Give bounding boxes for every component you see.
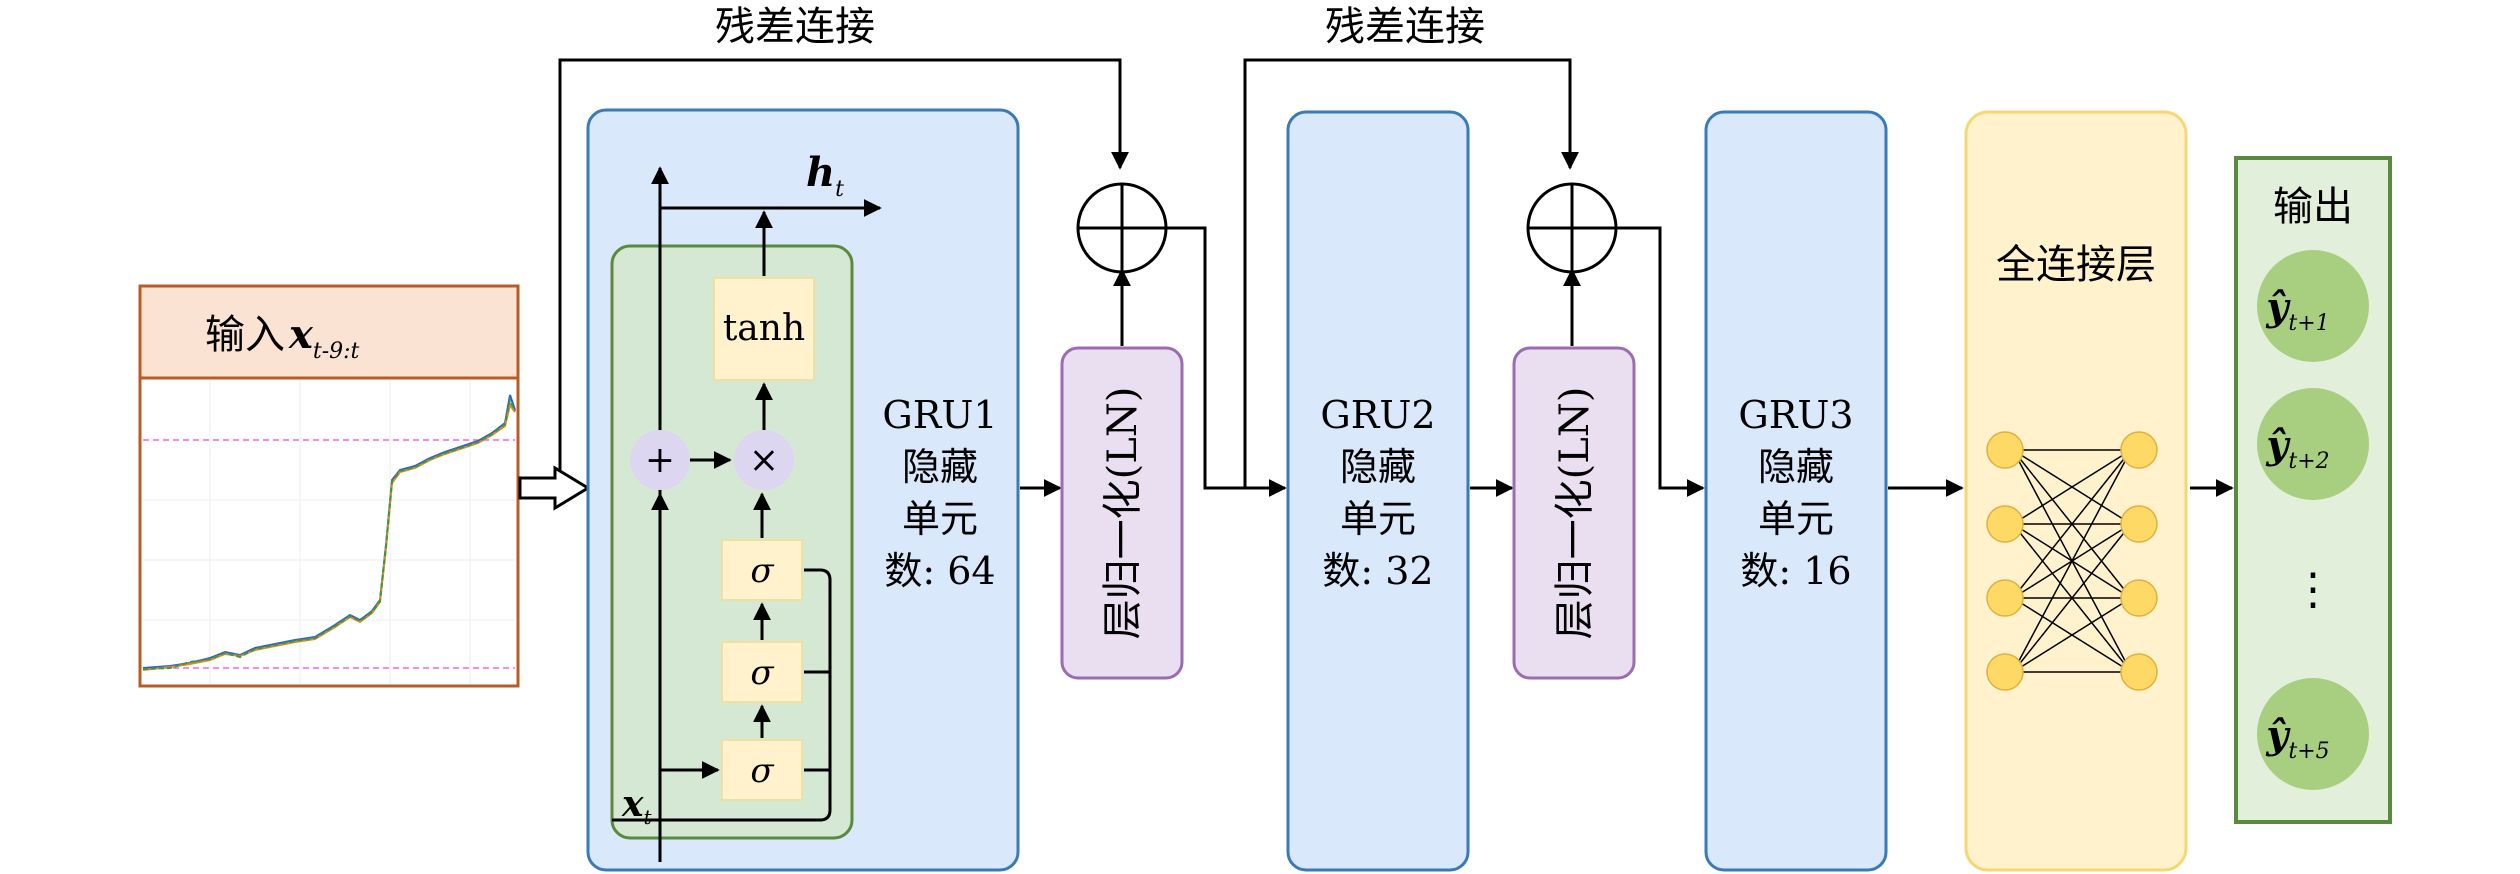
gru2-line4: 数: 32 (1322, 549, 1433, 593)
add2-to-gru3 (1616, 226, 1705, 497)
layernorm-2-label: 层归一化(LN) (1552, 387, 1598, 640)
gru2-label: GRU2 隐藏 单元 数: 32 (1320, 393, 1435, 593)
xt-symbol: x (621, 783, 644, 825)
xt-subscript: t (643, 805, 652, 829)
gru3-label: GRU3 隐藏 单元 数: 16 (1738, 393, 1853, 593)
gru1-line3: 单元 (902, 497, 978, 541)
sigma-gate-2 (721, 641, 803, 703)
output-symbol-1: ŷ (2265, 284, 2291, 329)
add1-to-gru2 (1166, 226, 1287, 497)
gru3-name: GRU3 (1738, 393, 1853, 437)
fc-network-graph (1986, 431, 2158, 691)
gru1-line2: 隐藏 (902, 445, 978, 489)
residual-add-2 (1526, 182, 1618, 274)
svg-text:xt: xt (621, 783, 652, 829)
output-subscript-3: t+5 (2288, 739, 2329, 764)
gru2-block (1286, 110, 1470, 872)
layernorm-1 (1060, 346, 1184, 680)
tanh-box (713, 277, 815, 381)
input-prefix: 输入 (205, 312, 285, 358)
gate-bracket (612, 568, 832, 822)
layernorm-2 (1512, 346, 1636, 680)
sigma-gate-2-label: σ (750, 653, 774, 693)
sigma-gate-1-label: σ (750, 551, 774, 591)
input-symbol: x (288, 311, 314, 358)
sigma-gate-3 (721, 739, 803, 801)
plus-op-circle (630, 430, 690, 490)
residual-label-1: 残差连接 (715, 4, 875, 50)
output-title: 输出 (2273, 184, 2353, 230)
fc-layer-label: 全连接层 (1996, 242, 2156, 288)
gru1-label: GRU1 隐藏 单元 数: 64 (882, 393, 997, 593)
input-subscript: t-9:t (313, 339, 360, 364)
gru2-name: GRU2 (1320, 393, 1435, 437)
gru2-line3: 单元 (1340, 497, 1416, 541)
output-circle-3 (2257, 678, 2369, 790)
layernorm-1-label: 层归一化(LN) (1100, 387, 1146, 640)
residual-add-1 (1076, 182, 1168, 274)
sigma-gate-1 (721, 539, 803, 601)
input-timeseries-thumbnail (142, 380, 516, 684)
gru1-line4: 数: 64 (884, 549, 995, 593)
hidden-output-subscript: t (835, 177, 844, 202)
output-circle-1 (2257, 250, 2369, 362)
plus-op-label: + (645, 440, 675, 481)
hidden-output-symbol: h (806, 149, 835, 196)
svg-text:ŷt+5: ŷt+5 (2265, 712, 2329, 764)
gru2-line2: 隐藏 (1340, 445, 1416, 489)
svg-text:ht: ht (806, 149, 844, 202)
tanh-label: tanh (723, 308, 805, 349)
fc-layer-block (1964, 110, 2188, 872)
times-op-circle (734, 430, 794, 490)
gate-bracket-mid (804, 670, 830, 772)
gru3-line4: 数: 16 (1740, 549, 1851, 593)
input-to-gru1-arrow (518, 465, 591, 511)
gru1-name: GRU1 (882, 393, 997, 437)
times-op-label: × (749, 440, 779, 481)
residual-path-2 (1243, 58, 1579, 488)
output-symbol-2: ŷ (2265, 422, 2291, 467)
output-circle-2 (2257, 388, 2369, 500)
output-subscript-1: t+1 (2288, 311, 2329, 336)
svg-text:ŷt+2: ŷt+2 (2265, 422, 2329, 474)
sigma-gate-3-label: σ (750, 751, 774, 791)
gru3-line2: 隐藏 (1758, 445, 1834, 489)
gru3-line3: 单元 (1758, 497, 1834, 541)
svg-text:ŷt+1: ŷt+1 (2265, 284, 2329, 336)
output-symbol-3: ŷ (2265, 712, 2291, 757)
output-ellipsis: ⋮ (2291, 564, 2335, 615)
gru3-block (1704, 110, 1888, 872)
output-subscript-2: t+2 (2288, 449, 2329, 474)
residual-label-2: 残差连接 (1325, 4, 1485, 50)
